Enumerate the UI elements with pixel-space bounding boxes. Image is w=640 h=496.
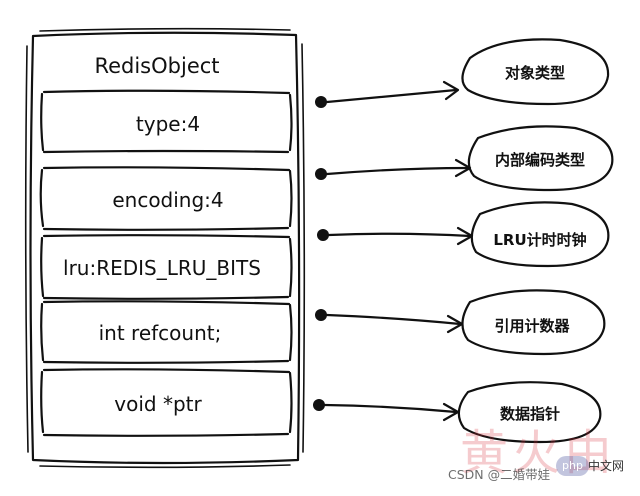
connector-type bbox=[315, 80, 460, 108]
watermark-cn-text: 中文网 bbox=[588, 459, 625, 473]
field-box-encoding: encoding:4 bbox=[39, 166, 293, 231]
connector-encoding bbox=[315, 158, 472, 180]
connector-refcount bbox=[315, 309, 464, 334]
field-label-refcount: int refcount; bbox=[99, 321, 222, 345]
annotation-bubble-type: 对象类型 bbox=[461, 38, 610, 106]
watermark-big-text: 黄火由 bbox=[460, 425, 617, 481]
annotation-bubble-lru: LRU计时时钟 bbox=[470, 201, 610, 268]
connector-lru bbox=[317, 226, 474, 246]
watermark-csdn-text: CSDN @二婚带娃 bbox=[448, 467, 551, 482]
annotation-text-encoding: 内部编码类型 bbox=[495, 151, 585, 169]
annotation-bubble-refcount: 引用计数器 bbox=[461, 289, 606, 356]
field-box-lru: lru:REDIS_LRU_BITS bbox=[40, 234, 293, 300]
annotation-bubble-ptr: 数据指针 bbox=[457, 381, 602, 444]
field-label-encoding: encoding:4 bbox=[112, 188, 223, 212]
field-label-ptr: void *ptr bbox=[114, 392, 202, 416]
annotation-bubble-encoding: 内部编码类型 bbox=[467, 125, 614, 192]
struct-outline bbox=[24, 27, 306, 469]
field-label-type: type:4 bbox=[136, 112, 200, 136]
field-label-lru: lru:REDIS_LRU_BITS bbox=[63, 256, 261, 280]
field-box-ptr: void *ptr bbox=[40, 368, 293, 437]
annotation-text-type: 对象类型 bbox=[505, 64, 565, 82]
field-box-type: type:4 bbox=[40, 89, 293, 154]
annotation-text-refcount: 引用计数器 bbox=[494, 317, 570, 335]
annotation-text-lru: LRU计时时钟 bbox=[493, 231, 586, 249]
connector-ptr bbox=[313, 399, 460, 422]
watermark-php-badge: php bbox=[556, 456, 589, 476]
annotation-text-ptr: 数据指针 bbox=[500, 405, 560, 423]
field-box-refcount: int refcount; bbox=[40, 300, 293, 364]
struct-title: RedisObject bbox=[94, 54, 219, 78]
